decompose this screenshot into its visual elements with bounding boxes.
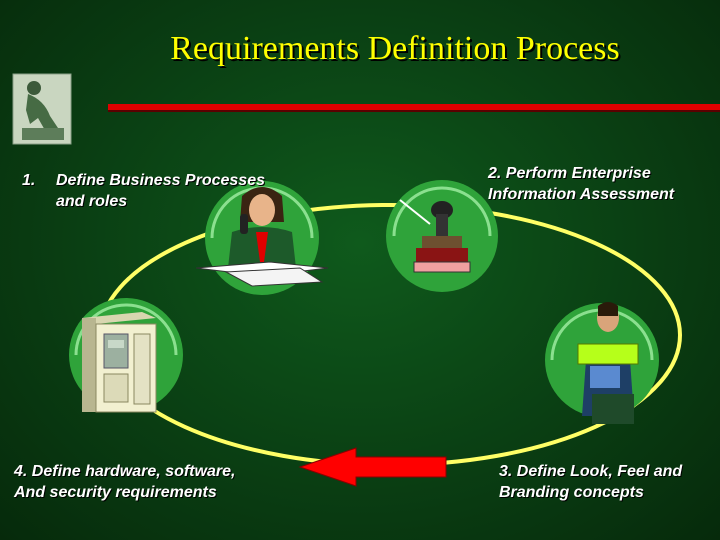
step-3-label: 3. Define Look, Feel and Branding concep… — [499, 461, 682, 503]
step-1-line-1: Define Business Processes — [56, 172, 265, 189]
title-divider — [108, 104, 720, 110]
arrow-left-icon — [298, 447, 447, 487]
server-cabinet-icon — [69, 298, 183, 413]
person-holding-block-icon — [545, 302, 659, 424]
thinker-statue-icon — [12, 73, 72, 145]
step-1-number: 1. — [22, 172, 36, 189]
step-2-line-1: 2. Perform Enterprise — [488, 165, 651, 182]
step-1-line-2: and roles — [56, 193, 128, 210]
step-3-line-1: 3. Define Look, Feel and — [499, 463, 683, 480]
step-2-line-2: Information Assessment — [488, 186, 675, 203]
step-2-label: 2. Perform Enterprise Information Assess… — [488, 163, 674, 205]
step-1-label: Define Business Processes and roles — [56, 170, 265, 212]
step-4-line-1: 4. Define hardware, software, — [14, 463, 236, 480]
step-4-line-2: And security requirements — [14, 484, 217, 501]
rubber-stamp-icon — [386, 180, 498, 292]
step-3-line-2: Branding concepts — [499, 484, 644, 501]
business-person-phone-icon — [195, 181, 329, 295]
slide-title: Requirements Definition Process — [170, 30, 620, 67]
step-4-label: 4. Define hardware, software, And securi… — [14, 461, 235, 503]
